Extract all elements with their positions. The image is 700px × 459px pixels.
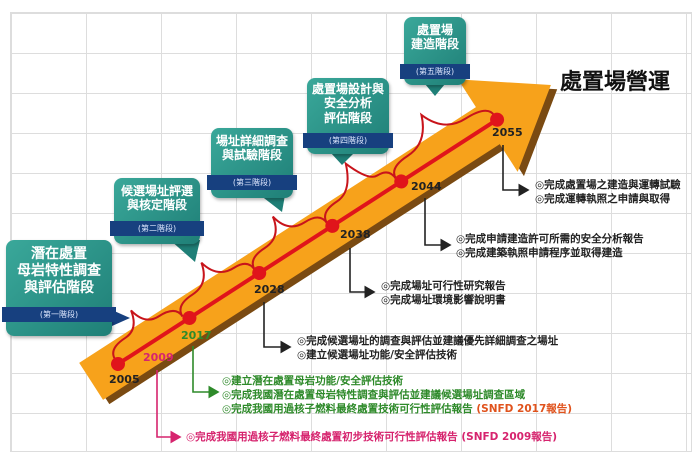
stage1-pointer xyxy=(112,310,130,326)
stage-1-label: (第一階段) xyxy=(2,307,116,322)
milestone-item: ◎完成場址可行性研究報告 xyxy=(381,280,506,292)
connector-2028 xyxy=(263,302,292,354)
connector-2055 xyxy=(502,145,530,197)
dot-2005 xyxy=(111,357,125,371)
stage-4-box: 處置場設計與 安全分析 評估階段 (第四階段) xyxy=(303,78,393,154)
milestone-item: ◎完成申請建造許可所需的安全分析報告 xyxy=(456,233,644,245)
stage-5-label: (第五階段) xyxy=(400,64,470,79)
dot-2055 xyxy=(490,112,505,127)
connector-2017 xyxy=(192,346,220,399)
milestone-item: ◎建立候選場址功能/安全評估技術 xyxy=(297,349,457,361)
milestone-item: ◎完成運轉執照之申請與取得 xyxy=(535,193,671,205)
stage4-pointer xyxy=(330,152,355,165)
dot-2044 xyxy=(394,174,409,189)
milestones-2055: ◎完成處置場之建造與運轉試驗 ◎完成運轉執照之申請與取得 xyxy=(535,178,681,206)
year-2009: 2009 xyxy=(143,351,174,364)
connector-2009 xyxy=(156,370,182,444)
milestones-2038: ◎完成場址可行性研究報告 ◎完成場址環境影響說明書 xyxy=(381,279,506,307)
stage-1-box: 潛在處置 母岩特性調查 與評估階段 (第一階段) xyxy=(2,240,116,336)
milestone-item: ◎完成我國用過核子燃料最終處置技術可行性評估報告 xyxy=(222,403,473,415)
stage-1-name: 潛在處置 母岩特性調查 與評估階段 xyxy=(17,246,101,296)
milestone-item: ◎完成建築執照申請程序並取得建造 xyxy=(456,247,623,259)
milestone-item: ◎完成我國潛在處置母岩特性調查與評估並建議候選場址調查區域 xyxy=(222,389,526,401)
stage3-pointer xyxy=(260,195,285,212)
snfd-2017-note: (SNFD 2017報告) xyxy=(476,403,573,415)
timeline-line xyxy=(116,118,499,366)
stage-2-box: 候選場址評選 與核定階段 (第二階段) xyxy=(110,178,204,244)
connector-2044 xyxy=(424,198,452,252)
stage5-pointer xyxy=(425,84,445,96)
milestone-item: ◎建立潛在處置母岩功能/安全評估技術 xyxy=(222,375,403,387)
stage-3-name: 場址詳細調查 與試驗階段 xyxy=(215,134,288,163)
year-2017: 2017 xyxy=(181,329,212,342)
stage-2-name: 候選場址評選 與核定階段 xyxy=(120,184,193,213)
year-2055: 2055 xyxy=(492,126,523,139)
phase-braces xyxy=(112,109,496,361)
milestone-item: ◎完成處置場之建造與運轉試驗 xyxy=(535,179,681,191)
stage-5-name: 處置場 建造階段 xyxy=(410,23,459,52)
dot-2017 xyxy=(182,310,197,325)
snfd-2009-note: (SNFD 2009報告) xyxy=(461,431,558,443)
stage-4-label: (第四階段) xyxy=(303,133,393,148)
year-2044: 2044 xyxy=(411,180,442,193)
stage-3-box: 場址詳細調查 與試驗階段 (第三階段) xyxy=(207,128,297,198)
year-2038: 2038 xyxy=(340,228,371,241)
milestones-2009: ◎完成我國用過核子燃料最終處置初步技術可行性評估報告 (SNFD 2009報告) xyxy=(186,430,557,444)
stage-3-label: (第三階段) xyxy=(207,175,297,190)
stage-2-label: (第二階段) xyxy=(110,221,204,236)
year-2005: 2005 xyxy=(109,373,140,386)
milestone-item: ◎完成場址環境影響說明書 xyxy=(381,294,506,306)
milestone-item: ◎完成候選場址的調查與評估並建議優先詳細調查之場址 xyxy=(297,335,559,347)
operation-title: 處置場營運 xyxy=(560,70,671,95)
stage-4-name: 處置場設計與 安全分析 評估階段 xyxy=(311,82,384,125)
dot-2028 xyxy=(252,265,267,280)
milestones-2044: ◎完成申請建造許可所需的安全分析報告 ◎完成建築執照申請程序並取得建造 xyxy=(456,232,644,260)
milestone-item: ◎完成我國用過核子燃料最終處置初步技術可行性評估報告 xyxy=(186,431,458,443)
stage2-pointer xyxy=(170,240,200,262)
milestones-2017: ◎建立潛在處置母岩功能/安全評估技術 ◎完成我國潛在處置母岩特性調查與評估並建議… xyxy=(222,374,572,416)
milestones-2028: ◎完成候選場址的調查與評估並建議優先詳細調查之場址 ◎建立候選場址功能/安全評估… xyxy=(297,334,558,362)
stage-5-box: 處置場 建造階段 (第五階段) xyxy=(400,17,470,85)
dot-2038 xyxy=(325,218,340,233)
year-2028: 2028 xyxy=(254,283,285,296)
connector-2038 xyxy=(349,248,376,299)
